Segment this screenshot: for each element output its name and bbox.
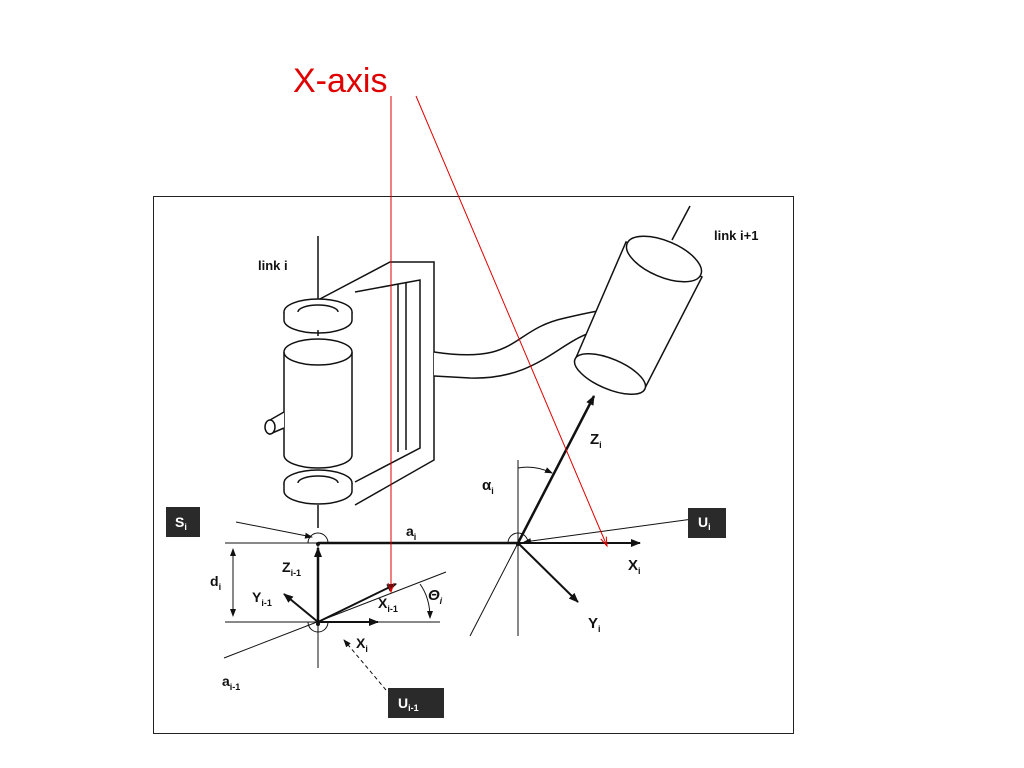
- svg-text:Ui-1: Ui-1: [398, 695, 419, 713]
- x-i-label: Xi: [628, 557, 641, 576]
- s-i-box: Si: [166, 507, 200, 537]
- d-i-label: di: [210, 573, 221, 592]
- x-prev-label: Xi-1: [378, 595, 398, 614]
- a-i-label: ai: [406, 523, 416, 542]
- link-i-plus-1-label: link i+1: [714, 228, 758, 243]
- a-prev-label: ai-1: [222, 673, 240, 692]
- x-axis-annotation: X-axis: [293, 62, 387, 100]
- z-prev-label: Zi-1: [282, 559, 301, 578]
- link-i-mechanism: [264, 236, 435, 528]
- svg-text:Si: Si: [175, 514, 187, 532]
- link-i-label: link i: [258, 258, 288, 273]
- y-i-label: Yi: [588, 615, 601, 634]
- frame-i: [469, 395, 701, 637]
- x-i-lower-label: Xi: [356, 635, 368, 654]
- frame-i-minus-1: [223, 521, 518, 691]
- u-i-box: Ui: [688, 508, 726, 538]
- link-i-plus-1-cylinder: [573, 205, 704, 396]
- z-i-label: Zi: [590, 431, 602, 450]
- alpha-i-label: αi: [482, 477, 494, 496]
- annotation-arrow-2: [415, 95, 607, 546]
- theta-i-label: Θi: [428, 587, 443, 606]
- svg-text:Ui: Ui: [698, 514, 711, 532]
- y-prev-label: Yi-1: [252, 589, 272, 608]
- u-prev-box: Ui-1: [388, 688, 444, 718]
